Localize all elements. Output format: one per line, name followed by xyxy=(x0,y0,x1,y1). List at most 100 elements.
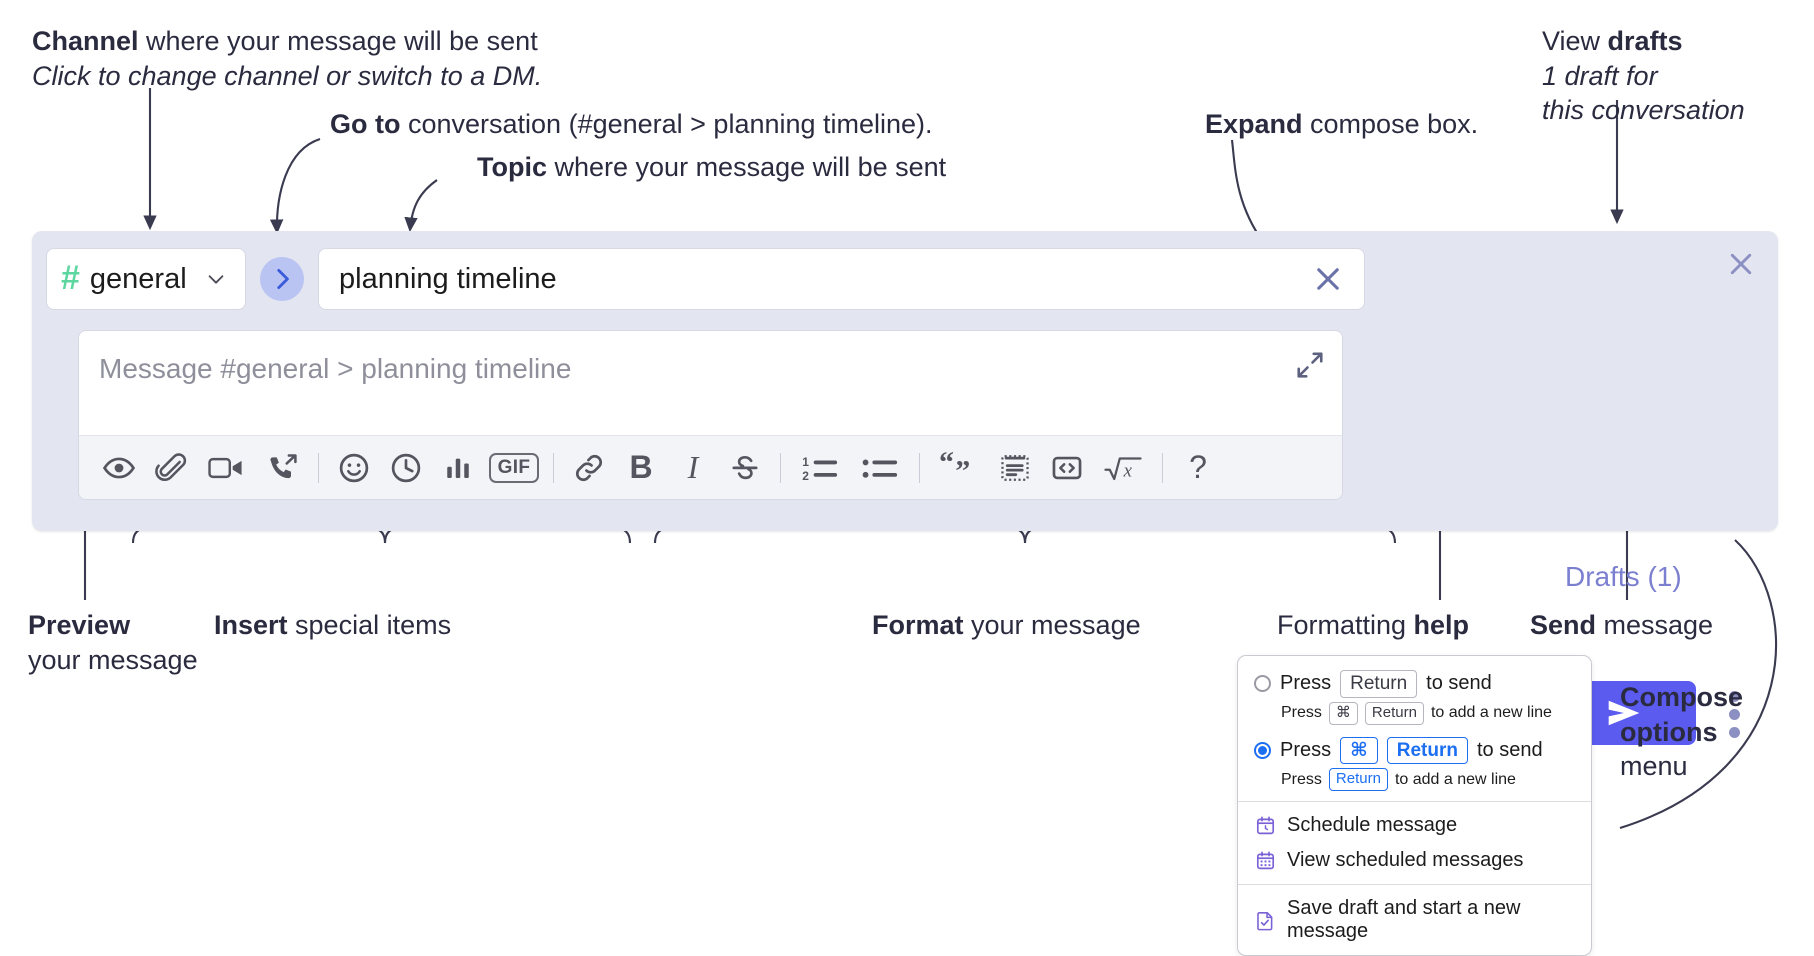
key-return: Return xyxy=(1328,768,1388,791)
annotation-format-rest: your message xyxy=(963,610,1141,640)
more-options-icon xyxy=(1728,708,1740,720)
radio-selected[interactable] xyxy=(1254,741,1271,759)
emoji-icon[interactable] xyxy=(328,446,380,490)
annotation-format-bold: Format xyxy=(872,610,964,640)
help-icon[interactable]: ? xyxy=(1172,446,1224,490)
option1-sub-press: Press xyxy=(1281,704,1322,722)
annotation-channel: Channel where your message will be sent … xyxy=(32,24,542,93)
annotation-send-bold: Send xyxy=(1530,610,1597,640)
menu-item-label: Schedule message xyxy=(1287,814,1458,836)
key-return: Return xyxy=(1386,736,1468,765)
compose-panel: # general planning timeline Message #gen… xyxy=(32,231,1778,745)
annotation-drafts-plain: View xyxy=(1542,26,1608,56)
compose-header-row: # general planning timeline xyxy=(46,248,1365,310)
annotation-compose-bold1: Compose xyxy=(1620,682,1744,712)
expand-compose-button[interactable] xyxy=(1292,347,1328,383)
link-icon[interactable] xyxy=(563,446,615,490)
svg-text:x: x xyxy=(1123,460,1133,481)
strikethrough-icon[interactable] xyxy=(719,446,771,490)
calendar-clock-icon xyxy=(1254,815,1276,837)
topic-input[interactable]: planning timeline xyxy=(318,248,1365,310)
divider xyxy=(553,452,554,483)
video-clip-icon[interactable] xyxy=(197,446,257,490)
divider xyxy=(1238,801,1591,802)
more-options-icon xyxy=(1728,726,1740,738)
bullet-list-icon[interactable] xyxy=(850,446,910,490)
goto-conversation-button[interactable] xyxy=(260,257,304,301)
annotation-drafts: View drafts 1 draft for this conversatio… xyxy=(1542,24,1745,128)
radio-unselected[interactable] xyxy=(1254,675,1271,693)
annotation-expand-rest: compose box. xyxy=(1302,109,1479,139)
bold-label: B xyxy=(629,449,653,485)
huddle-icon[interactable] xyxy=(257,446,309,490)
option2-sub-tail: to add a new line xyxy=(1394,770,1516,788)
italic-label: I xyxy=(687,449,699,485)
annotation-compose-rest: menu xyxy=(1620,751,1688,782)
poll-icon[interactable] xyxy=(432,446,484,490)
italic-icon[interactable]: I xyxy=(667,446,719,490)
annotation-expand: Expand compose box. xyxy=(1205,107,1478,142)
send-option-cmd-return[interactable]: Press ⌘ Return to send Press Return to a… xyxy=(1238,735,1591,791)
annotation-insert: Insert special items xyxy=(214,608,451,643)
panel-close-button[interactable] xyxy=(1724,247,1758,281)
annotation-compose-bold2: options xyxy=(1620,716,1718,747)
annotation-preview: Preview your message xyxy=(28,608,198,677)
annotation-send-rest: message xyxy=(1596,610,1714,640)
schedule-clock-icon[interactable] xyxy=(380,446,432,490)
menu-item-schedule-message[interactable]: Schedule message xyxy=(1238,808,1591,843)
help-label: ? xyxy=(1189,449,1207,485)
code-block-icon[interactable] xyxy=(989,446,1041,490)
option2-tosend: to send xyxy=(1477,738,1543,761)
svg-text:”: ” xyxy=(955,454,970,484)
annotation-send: Send message xyxy=(1530,608,1713,643)
annotation-goto: Go to conversation (#general > planning … xyxy=(330,107,933,142)
bold-icon[interactable]: B xyxy=(615,446,667,490)
annotation-drafts-bold: drafts xyxy=(1607,26,1683,56)
menu-item-label: Save draft and start a new message xyxy=(1287,897,1521,942)
divider xyxy=(318,452,319,483)
gif-label: GIF xyxy=(488,452,540,483)
channel-selector[interactable]: # general xyxy=(46,248,246,310)
svg-text:1: 1 xyxy=(802,455,809,469)
chevron-right-icon xyxy=(277,268,289,290)
inline-code-icon[interactable] xyxy=(1041,446,1093,490)
drafts-link[interactable]: Drafts (1) xyxy=(1565,561,1682,592)
divider xyxy=(780,452,781,483)
attachment-icon[interactable] xyxy=(145,446,197,490)
math-icon[interactable]: x xyxy=(1093,446,1153,490)
annotation-format: Format your message xyxy=(872,608,1141,643)
document-check-icon xyxy=(1254,909,1276,931)
message-input-box[interactable]: Message #general > planning timeline xyxy=(78,330,1343,500)
annotation-expand-bold: Expand xyxy=(1205,109,1303,139)
blockquote-icon[interactable]: “” xyxy=(929,446,989,490)
gif-icon[interactable]: GIF xyxy=(484,446,544,490)
channel-name: general xyxy=(89,262,187,295)
annotation-topic: Topic where your message will be sent xyxy=(477,150,946,185)
annotation-channel-italic: Click to change channel or switch to a D… xyxy=(32,60,543,91)
annotation-channel-rest: where your message will be sent xyxy=(138,26,538,56)
annotation-help-bold: help xyxy=(1413,610,1470,640)
compose-options-button[interactable] xyxy=(1720,686,1748,742)
divider xyxy=(1238,884,1591,885)
menu-item-save-draft[interactable]: Save draft and start a new message xyxy=(1238,891,1591,949)
key-return: Return xyxy=(1340,670,1418,698)
annotation-insert-rest: special items xyxy=(287,610,452,640)
option2-press: Press xyxy=(1280,738,1332,761)
divider xyxy=(1162,452,1163,483)
menu-item-view-scheduled[interactable]: View scheduled messages xyxy=(1238,843,1591,878)
hash-icon: # xyxy=(61,259,80,297)
annotation-goto-bold: Go to xyxy=(330,109,401,139)
close-icon xyxy=(1730,253,1752,275)
key-command: ⌘ xyxy=(1328,701,1358,725)
annotation-goto-rest: conversation (#general > planning timeli… xyxy=(400,109,933,139)
divider xyxy=(919,452,920,483)
send-option-return[interactable]: Press Return to send Press ⌘ Return to a… xyxy=(1238,668,1591,725)
option2-sub-press: Press xyxy=(1281,770,1322,788)
svg-text:2: 2 xyxy=(802,468,809,482)
annotation-help: Formatting help xyxy=(1277,608,1469,643)
annotation-insert-bold: Insert xyxy=(214,610,288,640)
preview-icon[interactable] xyxy=(93,446,145,490)
topic-clear-button[interactable] xyxy=(1308,259,1348,299)
